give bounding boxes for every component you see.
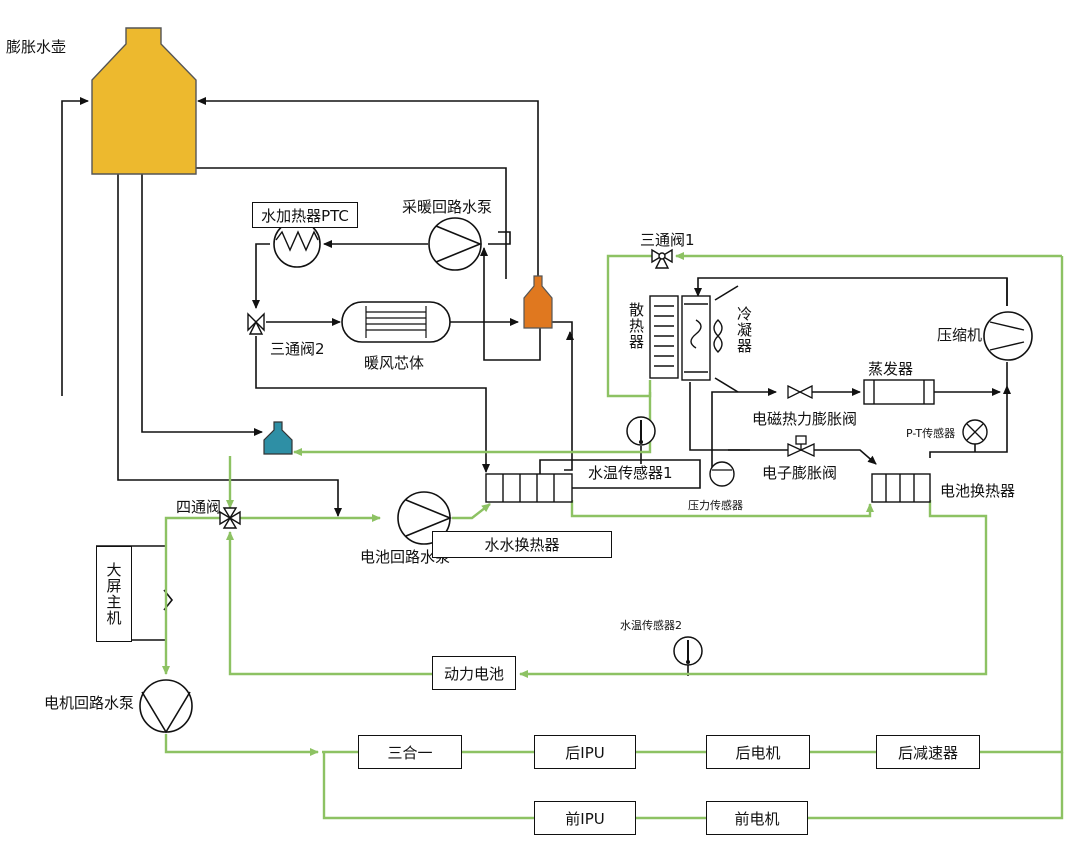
compressor-symbol: [983, 311, 1033, 361]
water-temp-sensor-1-label: 水温传感器1: [588, 464, 673, 482]
four-way-valve-label: 四通阀: [176, 498, 222, 516]
three-in-one-box: 三合一: [358, 735, 462, 769]
four-way-valve-symbol: [219, 507, 241, 529]
battery-chiller-label: 电池换热器: [940, 482, 1016, 500]
radiator-label: 散热器: [627, 302, 645, 350]
orange-degas-tank: [523, 275, 553, 329]
green-pipes: [162, 252, 1064, 820]
solenoid-txv-symbol: [787, 384, 813, 400]
electronic-exv-symbol: [787, 435, 815, 458]
battery-chiller-symbol: [871, 473, 931, 503]
rear-motor-box: 后电机: [706, 735, 810, 769]
evaporator-label: 蒸发器: [868, 360, 914, 378]
front-ipu-box: 前IPU: [534, 801, 636, 835]
condenser-symbol: [681, 295, 723, 381]
three-way-valve-1-label: 三通阀1: [640, 231, 695, 249]
motor-pump-symbol: [139, 679, 193, 734]
water-water-hx-label: 水水换热器: [432, 531, 612, 558]
radiator-symbol: [649, 295, 679, 379]
pressure-sensor-label: 压力传感器: [688, 499, 743, 512]
battery-pump-label: 电池回路水泵: [360, 548, 451, 566]
ptc-heater-symbol: [273, 220, 321, 268]
heater-core-label: 暖风芯体: [364, 354, 425, 372]
water-temp-sensor-2-label: 水温传感器2: [620, 619, 682, 632]
heater-core-symbol: [341, 301, 451, 343]
water-temp-sensor-1-symbol: [626, 416, 656, 446]
expansion-tank-label: 膨胀水壶: [6, 38, 67, 56]
pressure-sensor-symbol: [709, 461, 735, 487]
expansion-tank: [91, 27, 197, 175]
electronic-exv-label: 电子膨胀阀: [762, 464, 838, 482]
three-way-valve-1-symbol: [651, 248, 673, 269]
power-battery-label: 动力电池: [432, 656, 516, 690]
ptc-heater-label: 水加热器PTC: [252, 202, 358, 228]
heating-pump-symbol: [428, 217, 483, 271]
motor-pump-label: 电机回路水泵: [44, 694, 135, 712]
rear-reducer-box: 后减速器: [876, 735, 980, 769]
heating-pump-label: 采暖回路水泵: [402, 198, 493, 216]
head-unit-label: 大屏主机: [96, 546, 132, 642]
pt-sensor-symbol: [962, 419, 988, 445]
compressor-label: 压缩机: [937, 326, 983, 344]
water-temp-sensor-2-symbol: [673, 636, 703, 666]
front-motor-box: 前电机: [706, 801, 808, 835]
condenser-label: 冷凝器: [735, 306, 753, 354]
blue-degas-tank: [263, 421, 293, 455]
solenoid-txv-label: 电磁热力膨胀阀: [752, 410, 858, 428]
rear-ipu-box: 后IPU: [534, 735, 636, 769]
pt-sensor-label: P-T传感器: [906, 427, 956, 440]
three-way-valve-2-symbol: [247, 312, 265, 335]
plate-hx-symbol: [485, 473, 573, 503]
evaporator-symbol: [863, 379, 935, 405]
three-way-valve-2-label: 三通阀2: [270, 340, 325, 358]
